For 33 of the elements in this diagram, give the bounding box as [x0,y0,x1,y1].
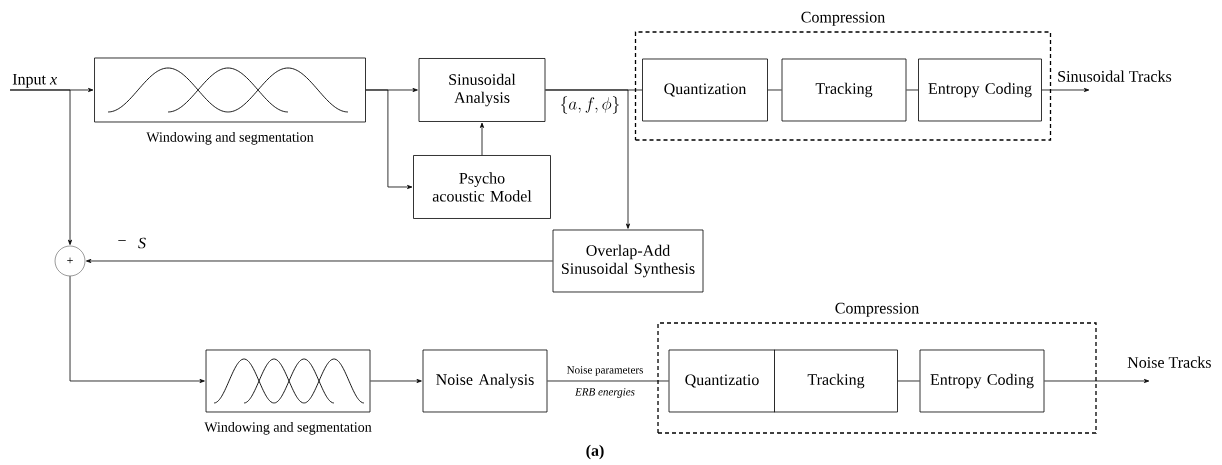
process-box: Entropy Coding [919,349,1045,413]
signal-label: Sinusoidal Tracks [1058,70,1172,82]
arrow [9,89,73,245]
process-box: Tracking [781,58,907,122]
arrow [365,89,413,189]
arrow [86,259,553,263]
edge-label: S [137,236,147,250]
process-box: Entropy Coding [918,58,1042,122]
process-box: Quantizatio [668,349,776,413]
arrow [1044,379,1150,383]
edge-label: $\{a, f, \phi\}$ [558,95,622,115]
group-title: Compression [801,11,885,26]
arrow [545,89,630,229]
figure-caption: (a) [586,444,604,460]
process-box: Overlap-Add Sinusoidal Synthesis [552,229,704,293]
box-caption: Windowing and segmentation [146,131,314,145]
box-caption: Windowing and segmentation [204,421,372,435]
arrow [480,122,485,156]
process-box: Tracking [774,349,898,413]
process-box: Quantization [642,58,768,122]
summing-junction: + [54,245,86,277]
arrow [370,379,422,383]
edge-label: Noise parameters [565,365,645,377]
arrow [69,275,205,383]
process-box: Psycho acoustic Model [413,155,551,219]
process-box: Sinusoidal Analysis [418,58,546,122]
signal-label: Noise Tracks [1127,356,1211,368]
group-title: Compression [835,302,919,317]
signal-label: ERB energies [574,387,636,399]
process-box: Noise Analysis [422,349,548,413]
signal-label: − [116,239,128,247]
arrow [1041,87,1090,92]
signal-label: Input x [12,73,57,88]
